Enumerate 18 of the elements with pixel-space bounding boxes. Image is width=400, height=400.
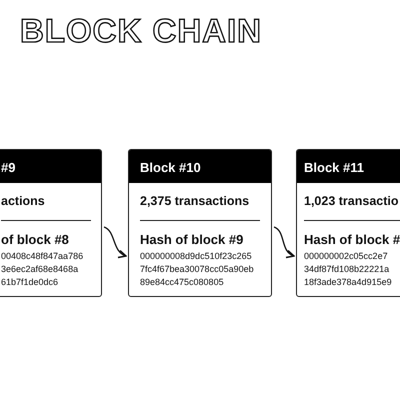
block-title: #9 [0,150,101,183]
transaction-count: actions [0,193,46,208]
block-card [0,149,102,297]
block-title: Block #10 [129,150,271,183]
block-card [128,149,272,297]
block-card [296,149,400,297]
transaction-count: 1,023 transactio [303,193,400,208]
arrow [274,226,295,258]
block-title: Block #11 [297,150,400,183]
hash-heading: of block #8 [0,232,70,248]
title: BLOCK CHAIN [20,12,262,50]
transaction-count: 2,375 transactions [139,193,250,208]
hash-value: 000000002c05cc2e7 34df87fd108b22221a 18f3ade378a4d915e9 [303,250,392,290]
hash-heading: Hash of block # [303,232,400,248]
hash-heading: Hash of block #9 [139,232,244,248]
arrow [104,226,127,258]
hash-value: 00408c48f847aa786 3e6ec2af68e8468a 61b7f1de0dc6 [0,250,84,290]
hash-value: 000000008d9dc510f23c265 7fc4f67bea30078cc05a90eb 89e84cc475c080805 [139,250,254,290]
